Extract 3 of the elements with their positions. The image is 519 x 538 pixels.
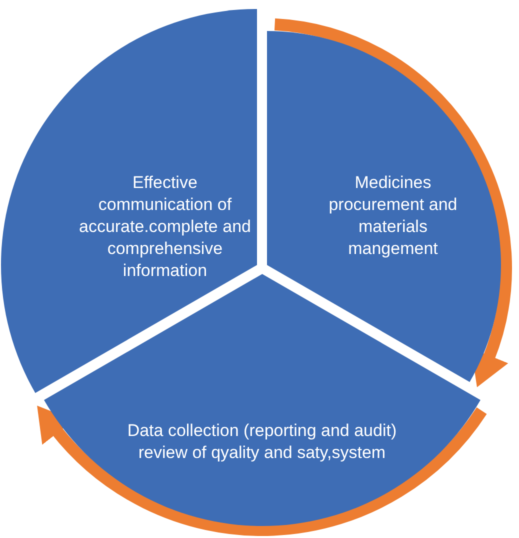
segment-label: Data collection (reporting and audit) review of qyality and saty,system (126, 420, 398, 464)
segment-label: Medicines procurement and materials mangement (328, 172, 458, 260)
segment-label: Effective communication of accurate.complete and comprehensive information (78, 172, 252, 282)
